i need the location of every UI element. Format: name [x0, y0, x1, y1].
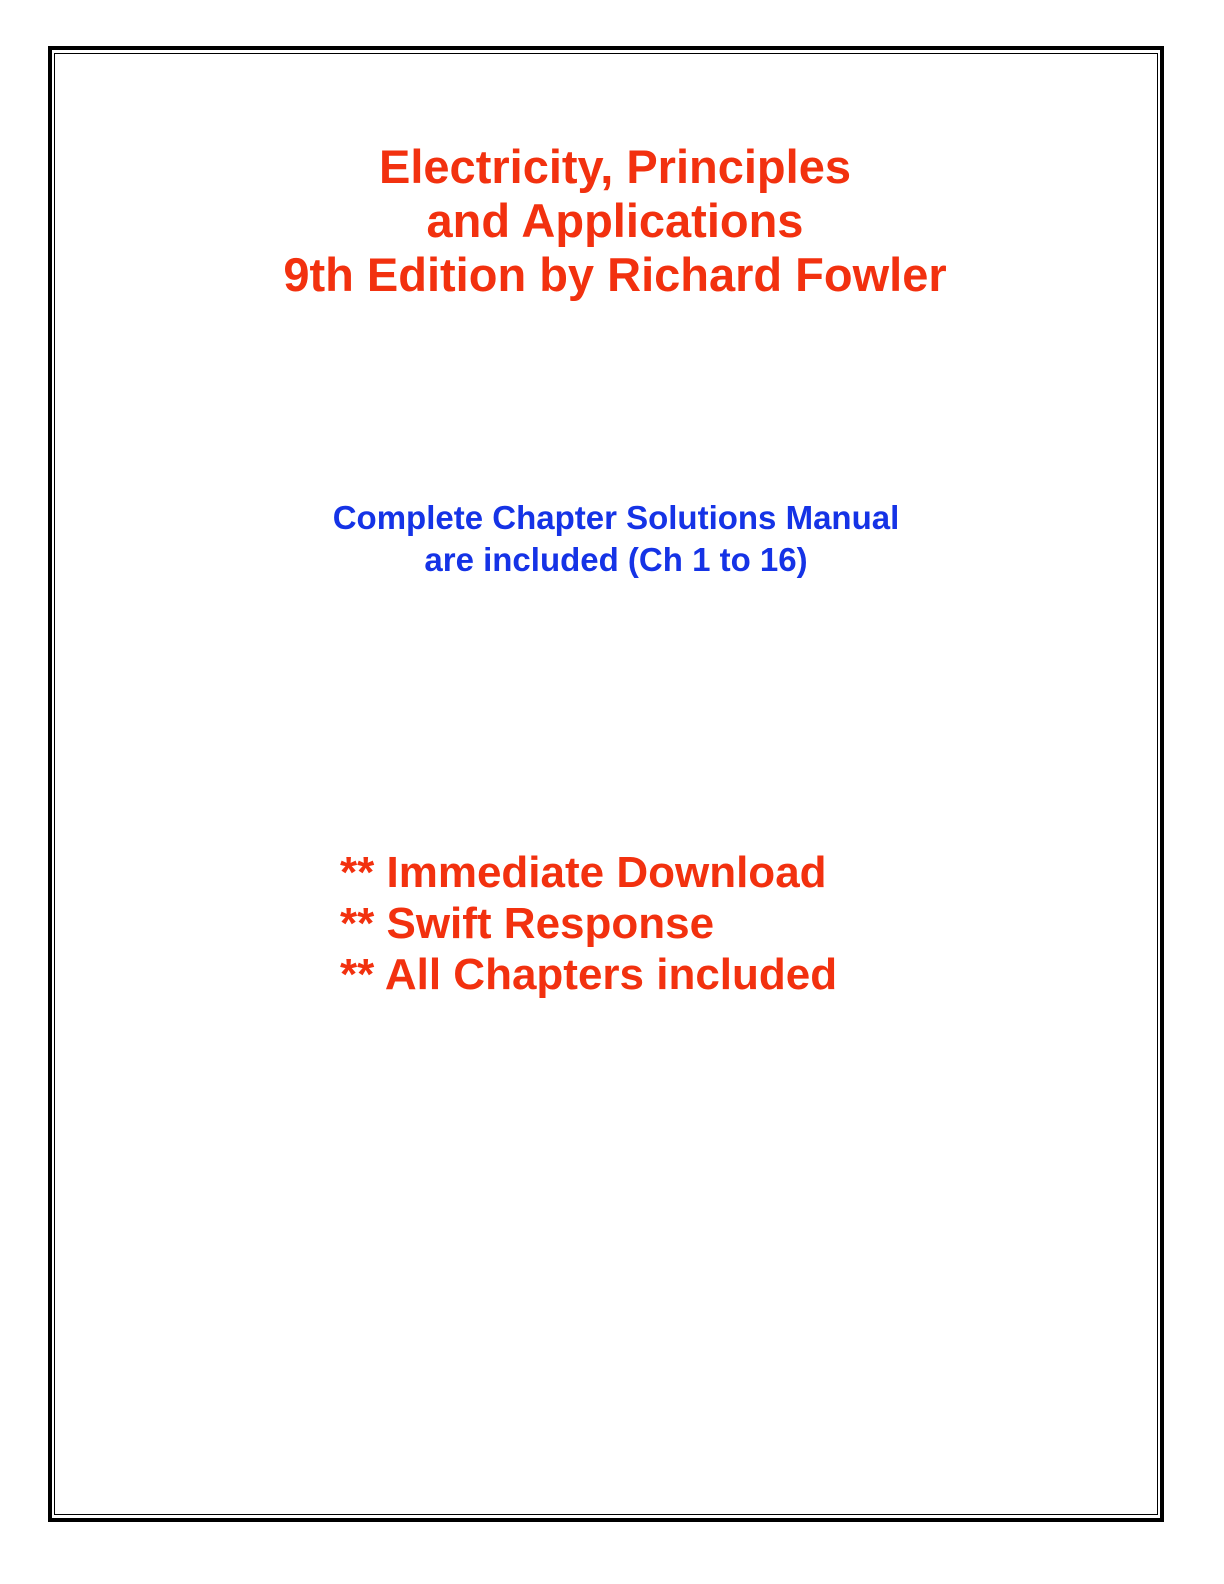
feature-item-immediate-download: ** Immediate Download	[340, 848, 827, 897]
document-title: Electricity, Principles and Applications…	[0, 140, 1224, 302]
page-border-inner	[54, 53, 1158, 1515]
feature-item-all-chapters: ** All Chapters included	[340, 950, 838, 999]
feature-list: ** Immediate Download ** Swift Response …	[340, 847, 1100, 1000]
title-line-3: 9th Edition by Richard Fowler	[283, 248, 947, 301]
subtitle-line-1: Complete Chapter Solutions Manual	[332, 499, 900, 536]
title-line-1: Electricity, Principles	[379, 140, 851, 193]
document-subtitle: Complete Chapter Solutions Manual are in…	[0, 497, 1224, 581]
subtitle-line-2: are included (Ch 1 to 16)	[424, 541, 808, 578]
feature-item-swift-response: ** Swift Response	[340, 899, 715, 948]
page-border-outer	[48, 46, 1164, 1522]
title-line-2: and Applications	[426, 194, 804, 247]
